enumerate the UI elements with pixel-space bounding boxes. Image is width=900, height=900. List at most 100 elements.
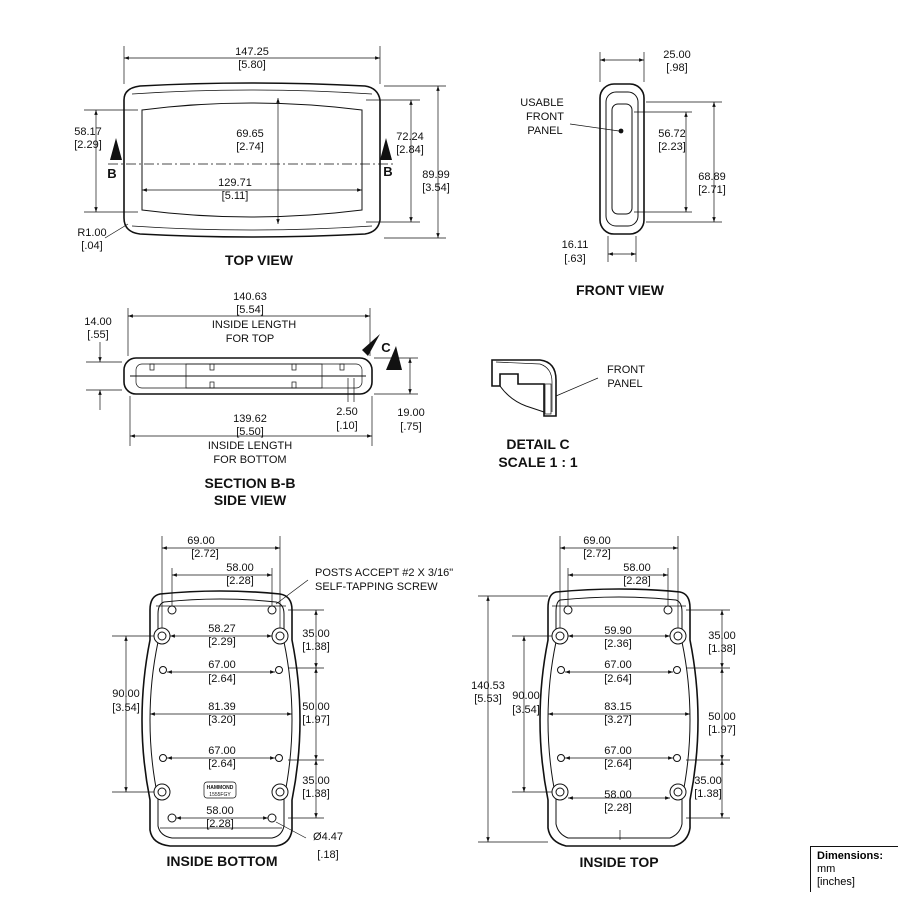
detail-mark: C (381, 340, 391, 355)
inside-top-title: INSIDE TOP (579, 854, 658, 870)
section-left-h-mm: 14.00 (84, 316, 112, 328)
top-total-h-mm: 89.99 (422, 169, 450, 181)
section-top-len-note2: FOR TOP (226, 333, 275, 345)
it-r1-in: [1.38] (708, 643, 736, 655)
detail-view: FRONT PANEL DETAIL C SCALE 1 : 1 (491, 359, 645, 470)
ib-r1-mm: 35.00 (302, 628, 330, 640)
section-right-h-mm: 19.00 (397, 407, 425, 419)
section-bottom-len-note2: FOR BOTTOM (213, 454, 286, 466)
front-view-title: FRONT VIEW (576, 282, 665, 298)
usable-label-3: PANEL (527, 125, 562, 137)
dimensions-legend: Dimensions: mm [inches] (810, 846, 898, 892)
it-left-v-in: [3.54] (512, 704, 540, 716)
detail-title: DETAIL C (506, 436, 569, 452)
it-r3-mm: 35.00 (694, 775, 722, 787)
top-center-h-in: [2.74] (236, 141, 264, 153)
section-left-h-in: [.55] (87, 329, 108, 341)
ib-hole-mm: Ø4.47 (313, 831, 343, 843)
inside-top-outline (539, 588, 699, 847)
detail-scale: SCALE 1 : 1 (498, 454, 578, 470)
top-right-h-mm: 72.24 (396, 131, 424, 143)
top-width-in: [5.80] (238, 59, 266, 71)
top-radius-mm: R1.00 (77, 227, 106, 239)
legend-inches: [inches] (817, 876, 855, 888)
section-bottom-len-in: [5.50] (236, 426, 264, 438)
top-view: 147.25 [5.80] 129.71 [5.11] 69.65 [2.74]… (74, 46, 450, 268)
top-left-h-in: [2.29] (74, 139, 102, 151)
section-bottom-len-mm: 139.62 (233, 413, 267, 425)
section-view: 140.63 [5.54] INSIDE LENGTH FOR TOP 139.… (84, 291, 425, 508)
ib-w-top-mm: 58.00 (226, 562, 254, 574)
ib-w-outer-mm: 69.00 (187, 535, 215, 547)
logo-line1: HAMMOND (207, 785, 234, 791)
front-view: USABLE FRONT PANEL 25.00 [.98] 56.72 [2.… (520, 49, 725, 298)
it-r2-in: [1.97] (708, 724, 736, 736)
it-d4-mm: 67.00 (604, 745, 632, 757)
section-title: SECTION B-B (205, 475, 296, 491)
ib-d3-in: [3.20] (208, 714, 236, 726)
it-total-v-in: [5.53] (474, 693, 502, 705)
legend-mm: mm (817, 863, 836, 875)
inside-bottom-outline (141, 590, 301, 847)
ib-r2-in: [1.97] (302, 714, 330, 726)
bottom-holes (153, 605, 289, 823)
top-inner-width-in: [5.11] (222, 190, 249, 202)
section-mark-right: B (383, 164, 392, 179)
it-r3-in: [1.38] (694, 788, 722, 800)
it-d5-in: [2.28] (604, 802, 632, 814)
ib-d1-in: [2.29] (208, 636, 236, 648)
section-top-len-note1: INSIDE LENGTH (212, 319, 296, 331)
top-center-h-mm: 69.65 (236, 128, 264, 140)
ib-r2-mm: 50.00 (302, 701, 330, 713)
top-total-h-in: [3.54] (422, 182, 450, 194)
legend-heading: Dimensions: (817, 850, 884, 862)
usable-label-1: USABLE (520, 97, 563, 109)
it-w-top-mm: 58.00 (623, 562, 651, 574)
top-view-outline (123, 82, 381, 238)
ib-r3-in: [1.38] (302, 788, 330, 800)
it-w-outer-in: [2.72] (583, 548, 611, 560)
ib-left-v-in: [3.54] (112, 702, 140, 714)
section-outline (123, 357, 373, 395)
top-right-h-in: [2.84] (396, 144, 424, 156)
it-r2-mm: 50.00 (708, 711, 736, 723)
detail-label-2: PANEL (607, 378, 642, 390)
it-d3-in: [3.27] (604, 714, 632, 726)
it-left-v-mm: 90.00 (512, 690, 540, 702)
ib-d2-mm: 67.00 (208, 659, 236, 671)
it-w-outer-mm: 69.00 (583, 535, 611, 547)
section-bottom-len-note1: INSIDE LENGTH (208, 440, 292, 452)
hammond-logo (203, 781, 237, 799)
top-holes (551, 605, 687, 801)
it-d2-in: [2.64] (604, 673, 632, 685)
it-w-top-in: [2.28] (623, 575, 651, 587)
ib-w-top-in: [2.28] (226, 575, 254, 587)
ib-d2-in: [2.64] (208, 673, 236, 685)
top-view-inner-lid (141, 102, 363, 218)
it-total-v-mm: 140.53 (471, 680, 505, 692)
section-wall-in: [.10] (336, 420, 357, 432)
inside-bottom-view: HAMMOND 1555FGY 69.00 [2.72] 58.00 [2.28… (112, 535, 453, 869)
section-right-h-in: [.75] (400, 421, 421, 433)
top-radius-in: [.04] (81, 240, 102, 252)
ib-left-v-mm: 90.00 (112, 688, 140, 700)
inside-bottom-title: INSIDE BOTTOM (167, 853, 278, 869)
posts-note-2: SELF-TAPPING SCREW (315, 581, 438, 593)
front-view-outline (599, 83, 645, 235)
it-d5-mm: 58.00 (604, 789, 632, 801)
section-mark-left: B (107, 166, 116, 181)
ib-hole-in: [.18] (317, 849, 338, 861)
ib-d1-mm: 58.27 (208, 623, 236, 635)
section-top-len-mm: 140.63 (233, 291, 267, 303)
front-bottom-w-in: [.63] (564, 253, 585, 265)
front-panel-h-mm: 56.72 (658, 128, 686, 140)
front-width-in: [.98] (666, 62, 687, 74)
front-total-h-in: [2.71] (698, 184, 726, 196)
ib-d4-in: [2.64] (208, 758, 236, 770)
inside-top-view: 69.00 [2.72] 58.00 [2.28] 140.53 [5.53] … (471, 535, 736, 870)
ib-d3-mm: 81.39 (208, 701, 236, 713)
top-left-h-mm: 58.17 (74, 126, 102, 138)
posts-note-1: POSTS ACCEPT #2 X 3/16" (315, 567, 453, 579)
ib-w-outer-in: [2.72] (191, 548, 219, 560)
